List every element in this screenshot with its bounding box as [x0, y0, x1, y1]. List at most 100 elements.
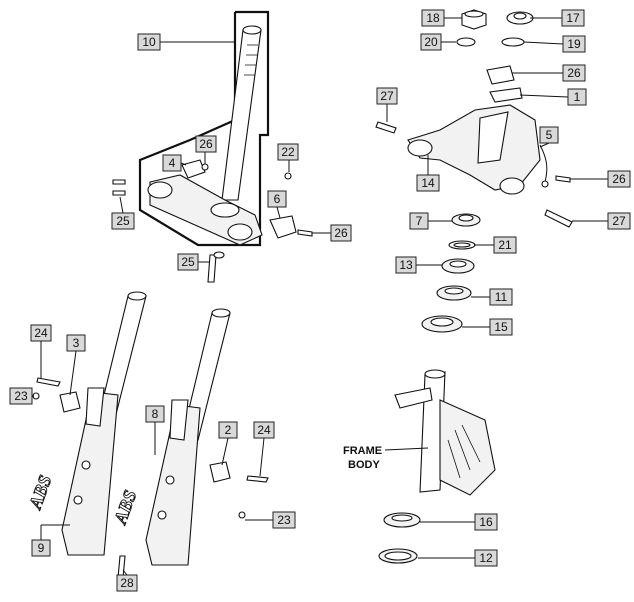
callout-number: 13 — [399, 258, 413, 272]
clamp-column — [477, 111, 509, 164]
plate-1 — [489, 87, 523, 103]
callout-number: 26 — [334, 226, 348, 240]
bolt-26d — [555, 175, 571, 183]
callout-number: 20 — [424, 35, 438, 49]
stem-tube-top — [242, 25, 262, 35]
callout-box — [137, 33, 161, 51]
upper-left-hole — [407, 139, 433, 157]
callout-box — [539, 126, 559, 144]
callout-box — [474, 513, 498, 531]
callout-number: 19 — [567, 37, 581, 51]
callout-19: 19 — [562, 35, 586, 53]
callout-13: 13 — [395, 256, 417, 274]
callout-26a: 26 — [195, 135, 217, 153]
bolt-25-b — [112, 190, 126, 196]
callout-26d: 26 — [607, 170, 631, 188]
clamp-center-boss — [210, 202, 240, 218]
callout-box — [607, 212, 631, 230]
callout-number: 25 — [116, 214, 130, 228]
upper-right-hole — [499, 177, 525, 195]
callout-number: 23 — [277, 513, 291, 527]
callout-14: 14 — [416, 174, 440, 192]
callout-box — [116, 574, 138, 592]
callout-box — [253, 421, 275, 439]
callout-box — [145, 405, 165, 423]
callout-box — [409, 212, 429, 230]
fork-left-logo: ABS — [25, 473, 56, 513]
callout-box — [30, 324, 52, 342]
callout-11: 11 — [489, 288, 513, 306]
bracket-26c — [486, 65, 515, 85]
clamp-right-hole — [227, 223, 253, 241]
callout-box — [561, 9, 585, 27]
callout-box — [111, 212, 135, 230]
callout-box — [9, 387, 33, 405]
callout-number: 17 — [566, 11, 580, 25]
callout-number: 27 — [612, 214, 626, 228]
callout-5: 5 — [539, 126, 559, 144]
callout-number: 6 — [274, 192, 281, 206]
callout-10: 10 — [137, 33, 161, 51]
callout-box — [162, 154, 182, 172]
callouts: 10 26 4 22 25 6 26 25 18 17 20 19 26 1 2… — [9, 9, 631, 592]
callout-number: 26 — [567, 66, 581, 80]
steering-stem-group — [112, 10, 313, 283]
callout-6: 6 — [267, 190, 287, 208]
frame-label-line2: BODY — [348, 459, 380, 471]
callout-number: 9 — [38, 541, 45, 555]
callout-26b: 26 — [330, 224, 352, 242]
wire-5 — [539, 144, 548, 183]
callout-number: 27 — [380, 89, 394, 103]
upper-triple-clamp — [407, 104, 541, 191]
callout-26c: 26 — [562, 64, 586, 82]
callout-20: 20 — [420, 33, 442, 51]
callout-number: 2 — [225, 423, 232, 437]
callout-number: 26 — [199, 137, 213, 151]
bracket-4 — [181, 159, 206, 179]
fork-left-slider — [61, 391, 119, 556]
callout-box — [474, 549, 498, 567]
callout-number: 26 — [612, 172, 626, 186]
callout-box — [416, 174, 440, 192]
bearing-stack — [421, 213, 481, 333]
fork-right-logo: ABS — [110, 488, 141, 528]
fork-right: ABS — [109, 308, 269, 579]
callout-number: 15 — [494, 320, 508, 334]
callout-7: 7 — [409, 212, 429, 230]
callout-box — [66, 334, 86, 352]
callout-number: 3 — [73, 336, 80, 350]
callout-number: 5 — [546, 128, 553, 142]
callout-box — [420, 33, 442, 51]
stem-tube — [221, 29, 262, 201]
callout-number: 18 — [426, 11, 440, 25]
frame-head: FRAME BODY — [343, 369, 496, 496]
callout-1: 1 — [567, 88, 587, 106]
callout-18: 18 — [421, 9, 445, 27]
callout-24a: 24 — [30, 324, 52, 342]
bracket-2 — [209, 461, 231, 483]
stem-group-outline — [138, 10, 270, 247]
callout-box — [218, 421, 238, 439]
callout-number: 28 — [120, 576, 134, 590]
callout-number: 25 — [181, 255, 195, 269]
bolt-26-b — [297, 229, 313, 237]
screw-22 — [284, 172, 292, 180]
washer-20 — [456, 37, 476, 47]
frame-side — [439, 399, 496, 496]
nut-23b — [238, 511, 246, 519]
callout-box — [267, 190, 287, 208]
callout-23a: 23 — [9, 387, 33, 405]
callout-17: 17 — [561, 9, 585, 27]
fork-right-slider — [145, 404, 201, 566]
callout-8: 8 — [145, 405, 165, 423]
callout-number: 21 — [498, 238, 512, 252]
callout-box — [562, 64, 586, 82]
callout-box — [31, 539, 51, 557]
callout-16: 16 — [474, 513, 498, 531]
callout-number: 12 — [479, 551, 493, 565]
bolt-27a — [375, 121, 397, 134]
callout-15: 15 — [489, 318, 513, 336]
callout-number: 7 — [416, 214, 423, 228]
callout-number: 4 — [169, 156, 176, 170]
